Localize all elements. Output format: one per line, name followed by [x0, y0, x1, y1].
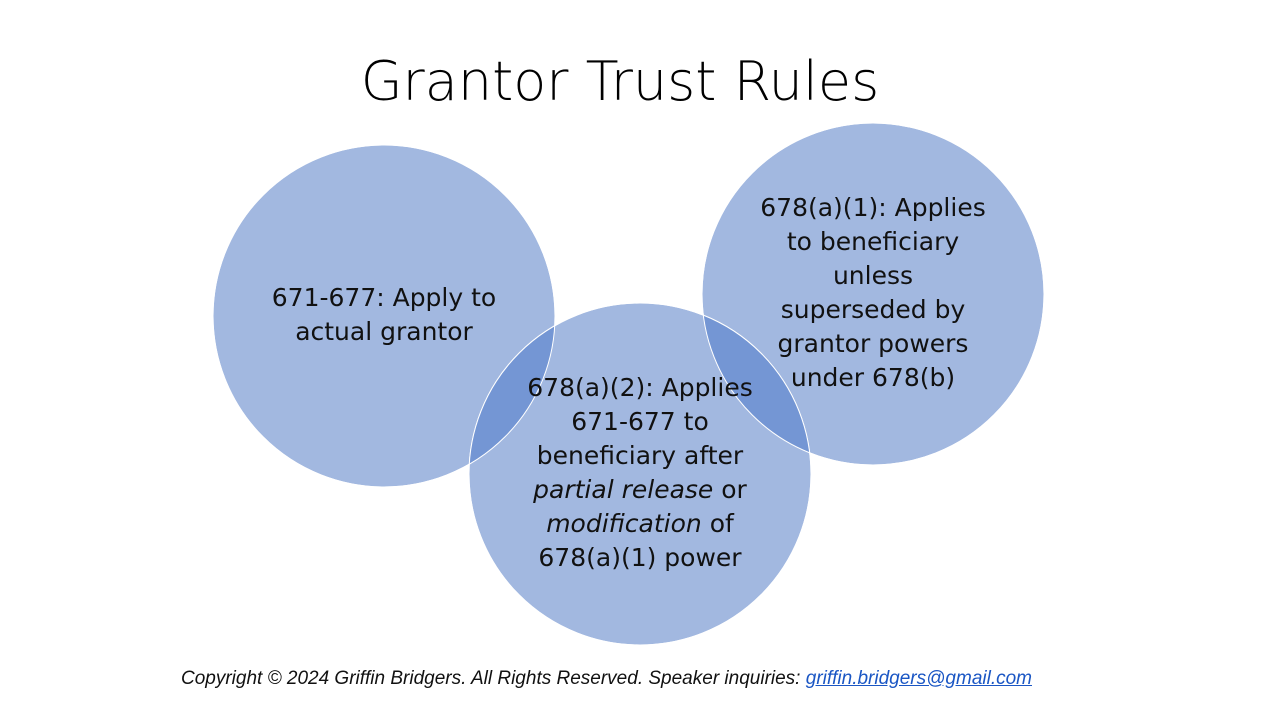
- circle-bottom-line: modification of: [485, 507, 795, 541]
- slide-title: Grantor Trust Rules: [360, 50, 880, 113]
- speaker-email-link[interactable]: griffin.bridgers@gmail.com: [805, 668, 1032, 689]
- circle-right-line: under 678(b): [790, 363, 956, 392]
- circle-right-line: unless: [832, 261, 914, 290]
- circle-bottom-text: 678(a)(2): Applies 671-677 to beneficiar…: [485, 371, 795, 575]
- circle-right-line: to beneficiary: [786, 227, 960, 256]
- copyright-text: Copyright © 2024 Griffin Bridgers. All R…: [181, 668, 806, 689]
- italic-term: modification: [546, 509, 702, 538]
- circle-left-line: actual grantor: [295, 317, 473, 346]
- circle-bottom-line: 678(a)(2): Applies: [527, 373, 753, 402]
- copyright-footer: Copyright © 2024 Griffin Bridgers. All R…: [181, 668, 1032, 690]
- circle-bottom-line: 671-677 to: [571, 407, 709, 436]
- circle-left-text: 671-677: Apply to actual grantor: [230, 281, 538, 349]
- circle-bottom-line: partial release or: [485, 473, 795, 507]
- circle-right-line: superseded by: [780, 295, 966, 324]
- circle-right-line: grantor powers: [777, 329, 969, 358]
- line-rest: of: [701, 509, 734, 538]
- circle-left-line: 671-677: Apply to: [271, 283, 497, 312]
- circle-bottom-line: 678(a)(1) power: [538, 543, 742, 572]
- circle-bottom-line: beneficiary after: [536, 441, 744, 470]
- circle-right-line: 678(a)(1): Applies: [760, 193, 986, 222]
- italic-term: partial release: [533, 475, 714, 504]
- circle-right-text: 678(a)(1): Applies to beneficiary unless…: [718, 191, 1028, 395]
- line-rest: or: [713, 475, 747, 504]
